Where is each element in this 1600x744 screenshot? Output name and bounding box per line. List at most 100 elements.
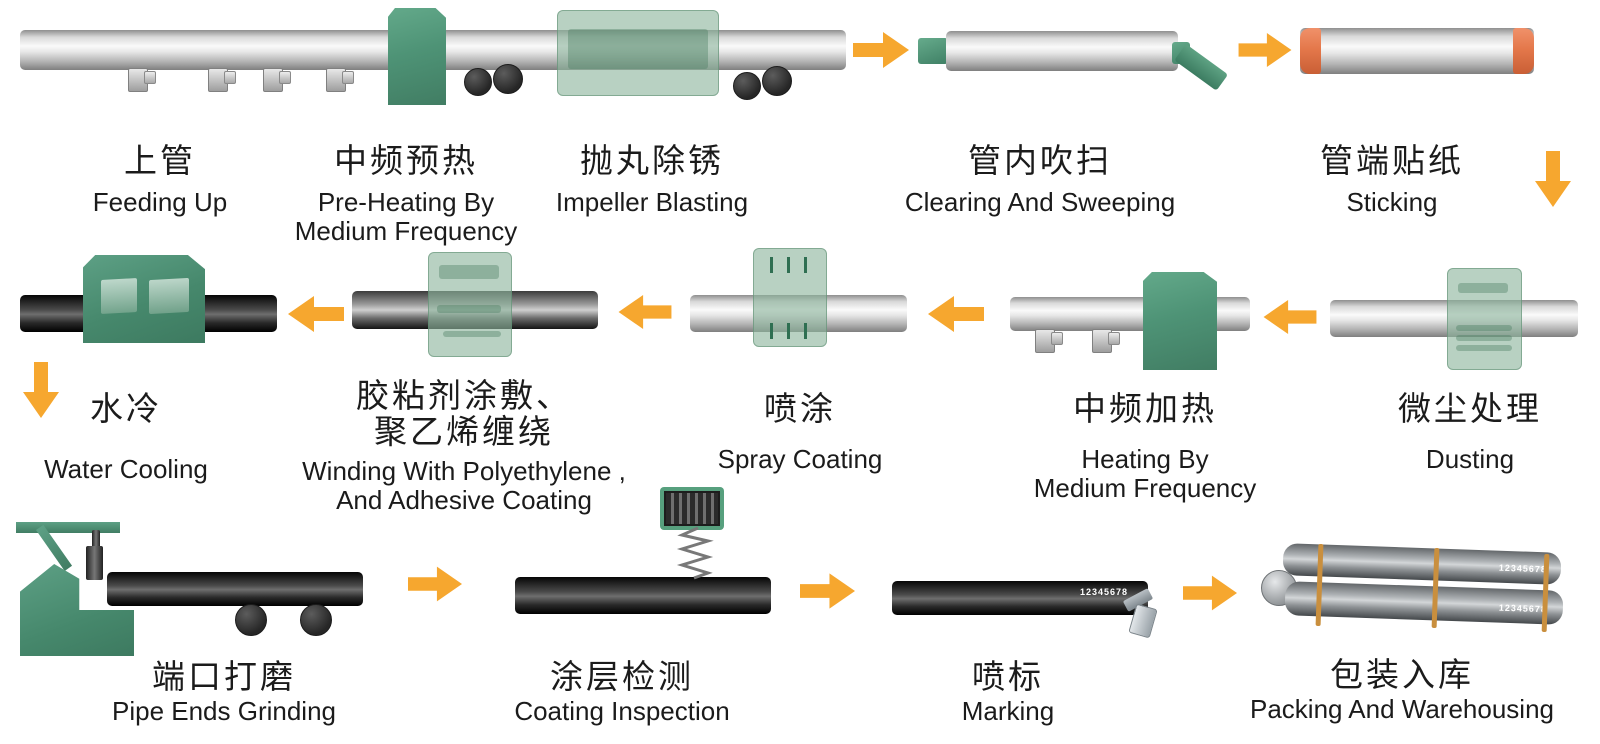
flow-arrow-right [853,32,909,68]
label-zh: 水冷 [90,390,162,427]
dusting-device [1447,268,1522,370]
packed-pipe-bundle: 12345678 12345678 [1255,540,1567,638]
pipe-support [208,68,236,92]
pipe-support [1092,329,1120,353]
label-en: Marking [961,696,1055,726]
roller-wheel [300,604,332,636]
flow-arrow-left [1263,300,1317,334]
bundle-pipe: 12345678 [1284,581,1564,625]
label-zh: 微尘处理 [1398,390,1542,427]
pipe-end-cap [1300,28,1321,74]
winding-device-bar [437,305,501,313]
inspection-spring-icon [676,526,714,580]
station-label-impeller-blasting: 抛丸除锈 Impeller Blasting [556,140,748,217]
pipe-grinding [107,572,363,606]
label-zh: 端口打磨 [152,658,296,695]
label-zh: 管端贴纸 [1320,142,1464,179]
pipe-support [1035,329,1063,353]
flow-arrow-down [23,362,59,418]
label-en: Dusting [1425,444,1515,474]
flow-arrow-left [618,295,672,329]
label-zh: 抛丸除锈 [579,142,724,179]
station-label-packing: 包装入库 Packing And Warehousing [1250,654,1554,724]
bundle-pipe-number: 12345678 [1498,602,1548,615]
flow-arrow-right [1238,33,1292,67]
machine-window [149,277,189,315]
pipe-support [326,68,354,92]
sweeping-nozzle-outlet [1174,44,1229,91]
grinder-hanger [92,530,100,548]
dusting-device-slat [1456,335,1512,341]
pipe-inspection [515,577,771,614]
label-en: Heating By [1081,444,1209,474]
station-label-coating-inspection: 涂层检测 Coating Inspection [514,656,729,726]
roller-wheel [762,66,792,96]
label-en: Pipe Ends Grinding [111,696,337,726]
preheater-box [388,8,446,105]
heating-box [1143,272,1217,370]
label-zh: 聚乙烯缠绕 [374,413,554,450]
station-label-marking: 喷标 Marking [962,656,1054,726]
label-en: Medium Frequency [1033,473,1257,503]
label-en: Spray Coating [717,444,883,474]
spray-needle [804,323,807,339]
label-en: Feeding Up [92,187,228,217]
inspection-screen [664,491,720,526]
label-en: Sticking [1346,187,1438,217]
spray-needle [804,257,807,273]
label-zh: 胶粘剂涂敷、 [356,377,572,414]
label-en: Medium Frequency [294,216,518,246]
label-zh: 喷标 [971,658,1044,695]
station-label-heating: 中频加热 Heating By Medium Frequency [1034,388,1257,503]
label-en: Winding With Polyethylene , [302,456,626,486]
sprayed-pipe-number: 12345678 [1080,587,1129,597]
label-zh: 涂层检测 [550,658,694,695]
label-en: Impeller Blasting [555,187,749,217]
station-label-clearing-and-sweeping: 管内吹扫 Clearing And Sweeping [905,140,1175,217]
label-zh: 中频预热 [333,142,478,179]
sweeping-nozzle-inlet [918,38,948,64]
pipe-sweeping [946,31,1178,71]
blasting-chamber-band [568,29,708,69]
spray-needle [787,323,790,339]
spray-needle [770,323,773,339]
dusting-device-slat [1456,345,1512,351]
station-label-winding: 胶粘剂涂敷、 聚乙烯缠绕 Winding With Polyethylene ,… [302,378,626,515]
flow-arrow-left [928,296,984,332]
label-zh: 上管 [123,142,196,179]
label-zh: 喷涂 [763,390,836,427]
flow-arrow-right [1183,575,1237,611]
machine-window [101,278,137,314]
inspection-device [660,487,724,530]
station-label-sticking: 管端贴纸 Sticking [1320,140,1464,217]
grinder-head [86,546,103,580]
station-label-pre-heating: 中频预热 Pre-Heating By Medium Frequency [295,140,518,246]
station-label-feeding-up: 上管 Feeding Up [93,140,227,217]
pipe-sticking [1300,28,1534,74]
station-label-water-cooling: 水冷 Water Cooling [44,388,208,484]
pipe-support [128,68,156,92]
roller-wheel [464,68,492,96]
label-en: Clearing And Sweeping [904,187,1176,217]
bundle-pipe: 12345678 [1282,543,1562,585]
pipe-end-cap [1513,28,1534,74]
flow-arrow-down [1535,151,1571,207]
spray-coating-device [753,248,827,347]
dusting-device-slat [1456,325,1512,331]
water-cooling-machine [83,255,205,343]
blasting-chamber [557,10,719,96]
flow-arrow-left [288,296,344,332]
label-en: Coating Inspection [514,696,730,726]
roller-wheel [235,604,267,636]
dusting-device-detail [1458,283,1508,293]
label-en: Packing And Warehousing [1249,694,1555,724]
roller-wheel [493,64,523,94]
station-label-dusting: 微尘处理 Dusting [1398,388,1542,474]
flow-arrow-right [800,573,855,609]
roller-wheel [733,72,761,100]
grinding-gantry-bar [16,522,120,533]
label-zh: 管内吹扫 [967,142,1112,179]
flow-arrow-right [408,566,462,602]
spray-gun-icon [1112,588,1172,644]
